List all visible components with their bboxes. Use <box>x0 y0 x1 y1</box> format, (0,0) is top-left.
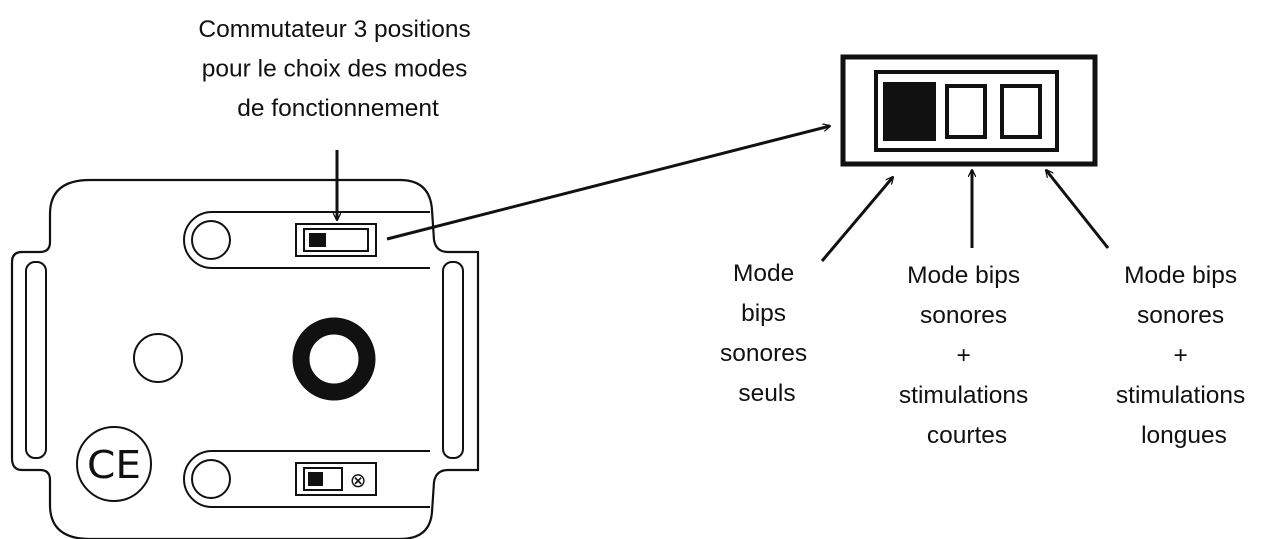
position-2-empty <box>945 84 987 139</box>
position-3-empty <box>1000 84 1042 139</box>
mode-1-arrow <box>820 177 893 262</box>
left-rail <box>25 261 47 459</box>
mode-3-label: Mode bips sonores + stimulations longues <box>1116 262 1252 449</box>
off-symbol-icon: ⊗ <box>350 468 367 492</box>
device-body: ⊗ CE <box>10 178 480 539</box>
position-1-filled <box>883 82 936 141</box>
power-switch[interactable] <box>295 462 377 496</box>
mode-1-label: Mode bips sonores seuls <box>720 260 814 407</box>
mode-switch-small[interactable] <box>295 223 377 257</box>
mode-3-arrow <box>1046 170 1110 249</box>
switch-title-label: Commutateur 3 positions pour le choix de… <box>198 16 477 122</box>
zoom-arrow <box>386 126 830 241</box>
right-rail <box>442 261 464 459</box>
electrode-ring <box>292 317 376 401</box>
power-switch-knob <box>308 472 323 486</box>
top-slot-hole <box>191 220 231 260</box>
top-slot <box>183 211 430 269</box>
bottom-slot: ⊗ <box>183 450 430 508</box>
ce-mark-icon: CE <box>76 426 152 502</box>
mode-2-label: Mode bips sonores + stimulations courtes <box>899 262 1035 449</box>
mode-switch-small-knob <box>309 233 326 247</box>
small-round-hole <box>133 333 183 383</box>
bottom-slot-hole <box>191 459 231 499</box>
mode-switch-enlarged <box>840 54 1098 167</box>
svg-text:CE: CE <box>87 443 141 487</box>
